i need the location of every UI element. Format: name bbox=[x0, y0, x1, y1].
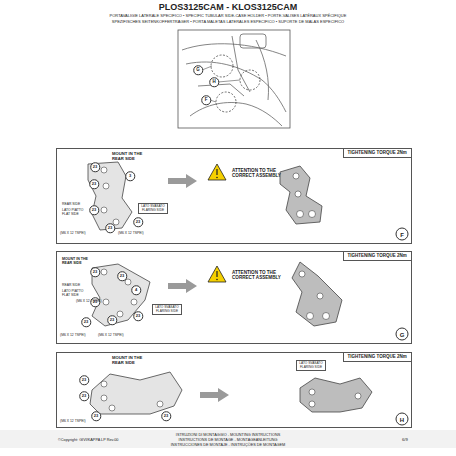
callout-number: 23 bbox=[79, 391, 89, 401]
step-panel: TIGHTENING TORQUE 2Nm bbox=[56, 352, 412, 428]
callout-number: 23 bbox=[133, 217, 143, 227]
attention-note: ATTENTION TO THE CORRECT ASSEMBLY bbox=[232, 270, 294, 280]
note-text: (M6 X 12 TSPEI) bbox=[118, 232, 144, 236]
callout-number: 23 bbox=[91, 411, 101, 421]
note-text: MOUNT IN THE REAR SIDE bbox=[112, 356, 148, 365]
subtitle-text: INSTRUCTIONS DE MONTAGE - MONTAGEANLEITU… bbox=[179, 438, 278, 442]
note-text: MOUNT IN THE REAR SIDE bbox=[62, 258, 92, 266]
callout-number: 23 bbox=[105, 223, 115, 233]
note-text: ©Copyright: GIVI/KAPPA LP Rev.00 bbox=[58, 438, 118, 442]
note-text: (M6 X 12 TSPEI) bbox=[60, 232, 86, 236]
note-text: 6/9 bbox=[402, 438, 408, 443]
bracket-g bbox=[92, 262, 342, 326]
callout-number: 23 bbox=[81, 317, 91, 327]
callout-number: F bbox=[201, 95, 211, 105]
note-text: LATO PIATTO FLAT SIDE bbox=[62, 290, 88, 297]
callout-number: G bbox=[193, 65, 203, 75]
step-letter: G bbox=[396, 328, 409, 341]
callout-number: 23 bbox=[107, 315, 117, 325]
torque-header: TIGHTENING TORQUE 2Nm bbox=[343, 148, 412, 158]
callout-number: 23 bbox=[133, 311, 143, 321]
step-panel: TIGHTENING TORQUE 2Nm bbox=[56, 251, 412, 344]
callout-number: 23 bbox=[161, 411, 171, 421]
step-letter: F bbox=[396, 228, 409, 241]
callout-number: 23 bbox=[79, 375, 89, 385]
subtitle-text: INSTRUCCIONES DE MONTAJE - INSTRUÇÕES DE… bbox=[171, 443, 285, 447]
callout-number: 4 bbox=[131, 285, 141, 295]
callout-number: 23 bbox=[117, 271, 127, 281]
footer-band bbox=[0, 430, 456, 448]
bracket-h bbox=[90, 372, 372, 414]
subtitle-text: ISTRUZIONI DI MONTAGGIO - MOUNTING INSTR… bbox=[176, 433, 280, 437]
page-title: PLOS3125CAM - KLOS3125CAM bbox=[0, 3, 456, 13]
subtitle-text: PORTAVALIGIE LATERALE SPECIFICO • SPECIF… bbox=[110, 14, 347, 18]
callout-number: 23 bbox=[89, 205, 99, 215]
side-note: LATO SVASATO FLARING SIDE bbox=[296, 360, 326, 371]
note-text: LATO PIATTO FLAT SIDE bbox=[62, 209, 88, 216]
side-note: LATO SVASATO FLARING SIDE bbox=[152, 304, 182, 315]
detail-frame bbox=[178, 30, 290, 128]
note-text: (M6 X 12 TSPEI) bbox=[60, 420, 86, 424]
motorcycle-detail bbox=[182, 34, 286, 126]
note-text: REAR SIDE bbox=[62, 203, 88, 207]
torque-header: TIGHTENING TORQUE 2Nm bbox=[343, 251, 412, 261]
attention-note: ATTENTION TO THE CORRECT ASSEMBLY bbox=[232, 168, 294, 178]
note-text: REAR SIDE bbox=[62, 284, 88, 288]
subtitle-text: SPEZIFISCHES SEITENKOFFERTRÄGER • PORTA … bbox=[112, 20, 344, 24]
torque-header: TIGHTENING TORQUE 2Nm bbox=[343, 352, 412, 362]
callout-number: 23 bbox=[90, 162, 100, 172]
bracket-f bbox=[88, 162, 322, 230]
note-text: (M6 X 12 TSPEI) bbox=[76, 300, 102, 304]
side-note: LATO SVASATO FLARING SIDE bbox=[138, 203, 168, 214]
callout-number: 23 bbox=[89, 179, 99, 189]
callout-number: 3 bbox=[125, 171, 135, 181]
note-text: (M6 X 12 TSPEI) bbox=[60, 334, 86, 338]
callout-number: 23 bbox=[90, 267, 100, 277]
note-text: (M6 X 12 TSPEI) bbox=[98, 334, 124, 338]
step-letter: H bbox=[396, 413, 409, 426]
callout-number: H bbox=[209, 77, 219, 87]
note-text: MOUNT IN THE REAR SIDE bbox=[112, 152, 152, 161]
